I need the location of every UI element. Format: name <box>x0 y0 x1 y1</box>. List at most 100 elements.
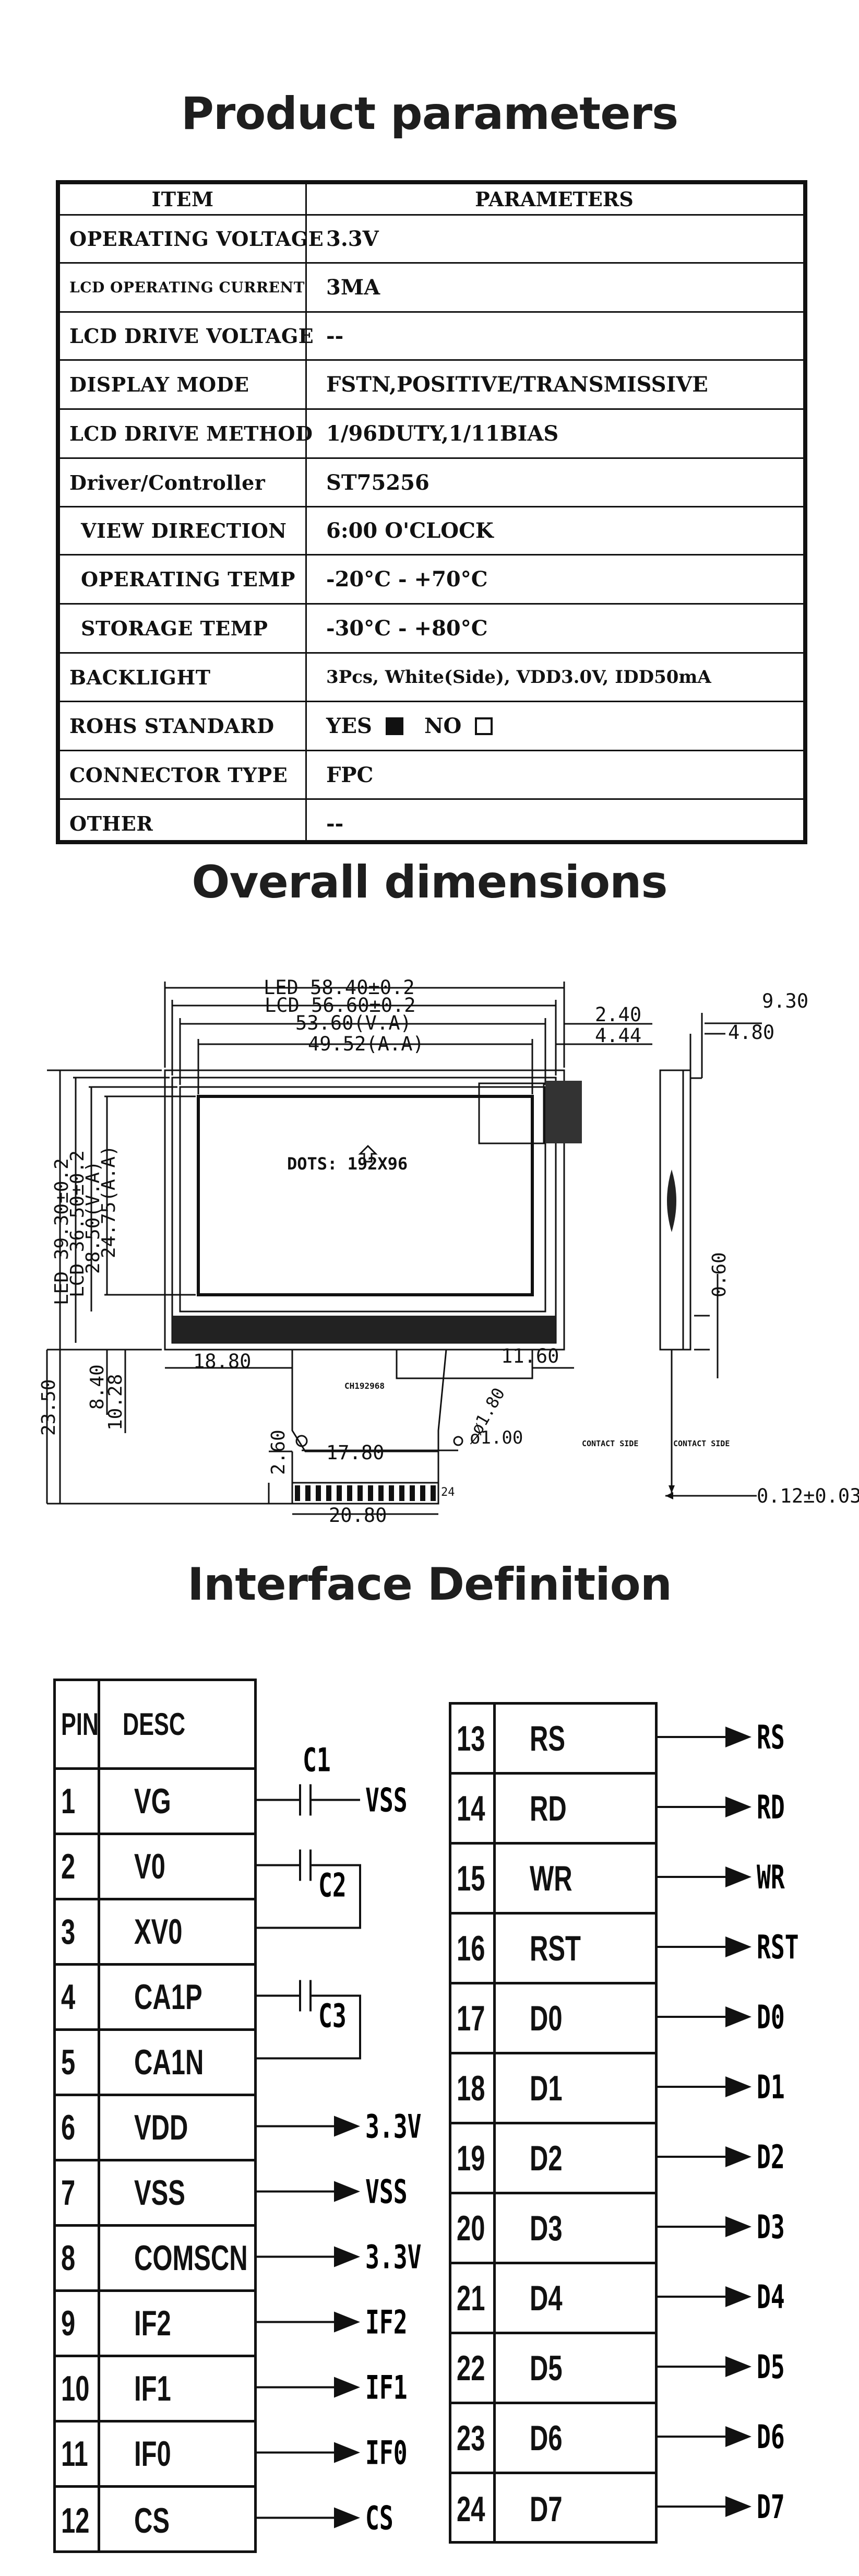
right-signal-5-arrowhead <box>725 2076 751 2097</box>
param-item: Driver/Controller <box>69 470 266 494</box>
dim-1160: 11.60 <box>501 1345 559 1367</box>
param-value: 3MA <box>326 275 380 300</box>
pin-number: 16 <box>457 1928 485 1968</box>
right-signal-label: D0 <box>757 1999 785 2036</box>
rohs-no-label: NO <box>424 714 462 738</box>
right-signal-label: D2 <box>757 2138 785 2176</box>
left-signal-p7-arrowhead <box>334 2181 360 2202</box>
right-signal-0-arrowhead <box>725 1727 751 1747</box>
param-item: LCD OPERATING CURRENT <box>69 279 305 296</box>
left-signal-p11-arrowhead <box>334 2442 360 2463</box>
pin-desc: COMSCN <box>134 2238 248 2278</box>
pin-number: 24 <box>457 2489 485 2529</box>
c1-vss-label: VSS <box>365 1781 408 1819</box>
dim-va-width: 53.60(V.A) <box>295 1012 412 1034</box>
rohs-yes-checkbox <box>385 717 403 735</box>
rohs-yes-label: YES <box>326 714 372 738</box>
right-signal-label: D1 <box>757 2069 785 2106</box>
left-signal-p11-label: IF0 <box>365 2434 408 2472</box>
pin-desc: IF2 <box>134 2303 171 2343</box>
right-signal-1-arrowhead <box>725 1797 751 1817</box>
param-item: BACKLIGHT <box>69 665 211 689</box>
right-signal-6-arrowhead <box>725 2146 751 2167</box>
rohs-no-checkbox <box>475 717 493 735</box>
pin-desc: VDD <box>134 2108 188 2147</box>
pin-row: 22 D5 <box>451 2334 655 2404</box>
pin-24-label: 24 <box>441 1486 455 1499</box>
pin-desc: D5 <box>530 2348 563 2388</box>
pin-desc: CA1N <box>134 2042 204 2082</box>
dots-label: DOTS: 192X96 <box>287 1154 408 1174</box>
param-item: VIEW DIRECTION <box>81 519 287 542</box>
dim-lcd-height: LCD 36.50±0.2 <box>67 1150 88 1297</box>
dim-aa-height: 24.75(A.A) <box>98 1145 120 1258</box>
dim-240: 2.40 <box>595 1003 641 1026</box>
left-signal-p12-label: CS <box>365 2499 393 2537</box>
right-signal-label: WR <box>757 1859 785 1896</box>
pin-number: 11 <box>61 2434 88 2474</box>
pin-row: 13 RS <box>451 1705 655 1775</box>
pin-desc: RS <box>530 1718 566 1758</box>
pin-number: 3 <box>61 1912 76 1952</box>
param-item: CONNECTOR TYPE <box>69 763 288 787</box>
contact-side-2: CONTACT SIDE <box>673 1439 730 1448</box>
dim-hole-100: ø1.00 <box>470 1427 523 1448</box>
param-value: FPC <box>326 762 374 787</box>
pin-number: 10 <box>61 2369 90 2408</box>
pin-desc: D1 <box>530 2068 563 2108</box>
param-item: LCD DRIVE VOLTAGE <box>69 324 314 348</box>
dim-led-height: LED 39.30±0.2 <box>51 1158 73 1305</box>
pin-desc: D7 <box>530 2489 563 2529</box>
right-signal-label: D6 <box>757 2418 785 2456</box>
pin-number: 20 <box>457 2208 485 2248</box>
c3-label: C3 <box>318 1997 347 2035</box>
right-signal-label: RST <box>757 1929 799 1966</box>
param-value: -- <box>326 324 344 348</box>
pin-number: 13 <box>457 1718 485 1758</box>
c2-label: C2 <box>318 1866 347 1904</box>
dim-1880: 18.80 <box>193 1350 251 1373</box>
dim-480: 4.80 <box>728 1021 774 1044</box>
params-row: OPERATING TEMP-20°C - +70°C <box>60 556 803 605</box>
led-outline <box>164 1069 565 1351</box>
pin-number: 21 <box>457 2278 485 2318</box>
right-signal-label: D3 <box>757 2208 785 2246</box>
param-value: 3Pcs, White(Side), VDD3.0V, IDD50mA <box>326 667 711 688</box>
dim-1780: 17.80 <box>326 1441 384 1464</box>
param-item: STORAGE TEMP <box>81 617 268 640</box>
params-row: BACKLIGHT 3Pcs, White(Side), VDD3.0V, IDD… <box>60 654 803 702</box>
pin-number: 22 <box>457 2348 485 2388</box>
param-value: 6:00 O'CLOCK <box>326 518 494 543</box>
part-number: CH192968 <box>344 1381 385 1391</box>
pin-desc: RST <box>530 1928 581 1968</box>
params-row: VIEW DIRECTION 6:00 O'CLOCK <box>60 507 803 556</box>
pin-number: 17 <box>457 1998 485 2038</box>
pin-desc: CA1P <box>134 1977 202 2017</box>
pin-number: 19 <box>457 2138 485 2178</box>
interface-title: Interface Definition <box>187 1558 672 1611</box>
pin-row: 16 RST <box>451 1915 655 1984</box>
pin-desc: D2 <box>530 2138 563 2178</box>
right-signal-label: D5 <box>757 2348 785 2386</box>
pin-desc: WR <box>530 1858 572 1898</box>
pin-row: 24 D7 <box>451 2474 655 2544</box>
params-row: CONNECTOR TYPE FPC <box>60 751 803 800</box>
dimension-drawing: LED 58.40±0.2 LCD 56.60±0.2 53.60(V.A) 4… <box>38 976 859 1527</box>
param-item: OPERATING TEMP <box>81 568 295 591</box>
dim-930: 9.30 <box>762 990 808 1012</box>
left-signal-p9-arrowhead <box>334 2311 360 2333</box>
